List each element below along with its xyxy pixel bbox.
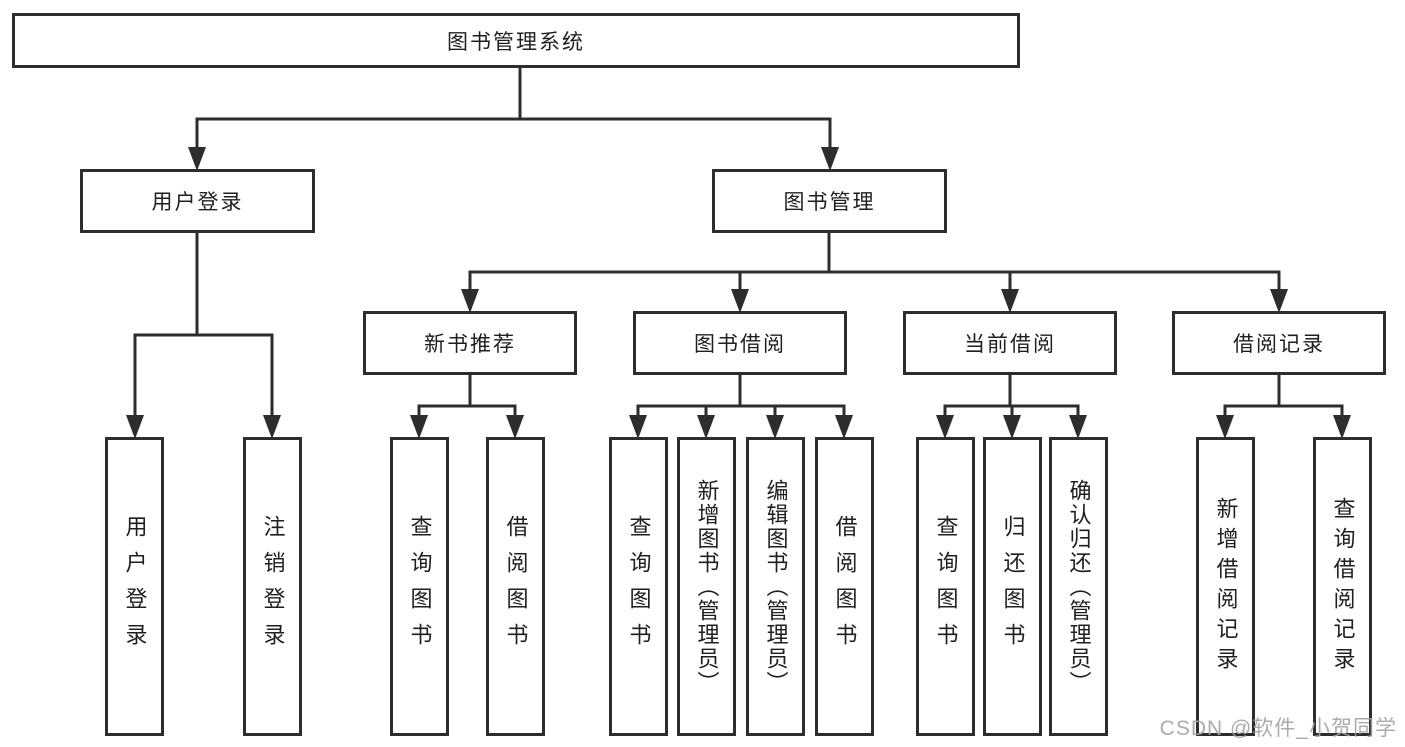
arrowheads <box>126 147 1351 439</box>
leaf-label: 用户登录 <box>122 514 148 659</box>
leaf-logout: 注销登录 <box>243 437 302 736</box>
leaf-query-book-recommend: 查询图书 <box>390 437 449 736</box>
leaf-label: 编辑图书（管理员） <box>763 478 789 695</box>
node-label: 新书推荐 <box>424 333 516 356</box>
leaf-label: 借阅图书 <box>832 514 858 659</box>
connector-stems <box>133 68 1344 417</box>
leaf-label: 新增借阅记录 <box>1213 496 1239 677</box>
leaf-label: 归还图书 <box>1000 514 1026 659</box>
node-current-borrow: 当前借阅 <box>903 311 1117 375</box>
node-book-borrow: 图书借阅 <box>633 311 847 375</box>
node-new-book-recommend: 新书推荐 <box>363 311 577 375</box>
leaf-user-login: 用户登录 <box>105 437 164 736</box>
leaf-label: 新增图书（管理员） <box>694 478 720 695</box>
leaf-label: 注销登录 <box>260 514 286 659</box>
leaf-label: 查询图书 <box>407 514 433 659</box>
leaf-label: 查询图书 <box>626 514 652 659</box>
node-label: 当前借阅 <box>964 333 1056 356</box>
node-label: 图书借阅 <box>694 333 786 356</box>
node-label: 用户登录 <box>151 191 244 214</box>
node-borrow-records: 借阅记录 <box>1172 311 1386 375</box>
node-label: 借阅记录 <box>1233 333 1325 356</box>
leaf-return-book: 归还图书 <box>983 437 1042 736</box>
leaf-query-book-current: 查询图书 <box>916 437 975 736</box>
leaf-borrow-book-recommend: 借阅图书 <box>486 437 545 736</box>
leaf-label: 查询借阅记录 <box>1330 496 1356 677</box>
leaf-edit-book-admin: 编辑图书（管理员） <box>746 437 805 736</box>
leaf-add-borrow-record: 新增借阅记录 <box>1196 437 1255 736</box>
leaf-label: 借阅图书 <box>503 514 529 659</box>
leaf-query-borrow-record: 查询借阅记录 <box>1313 437 1372 736</box>
node-label: 图书管理 <box>783 191 876 214</box>
leaf-add-book-admin: 新增图书（管理员） <box>677 437 736 736</box>
node-user-login: 用户登录 <box>80 169 315 233</box>
leaf-confirm-return-admin: 确认归还（管理员） <box>1049 437 1108 736</box>
node-root-system: 图书管理系统 <box>12 13 1020 68</box>
node-book-management: 图书管理 <box>712 169 947 233</box>
leaf-borrow-book: 借阅图书 <box>815 437 874 736</box>
node-label: 图书管理系统 <box>447 30 585 54</box>
watermark: CSDN @软件_小贺同学 <box>1159 717 1397 740</box>
leaf-label: 查询图书 <box>933 514 959 659</box>
leaf-label: 确认归还（管理员） <box>1066 478 1092 695</box>
leaf-query-book-borrow: 查询图书 <box>609 437 668 736</box>
